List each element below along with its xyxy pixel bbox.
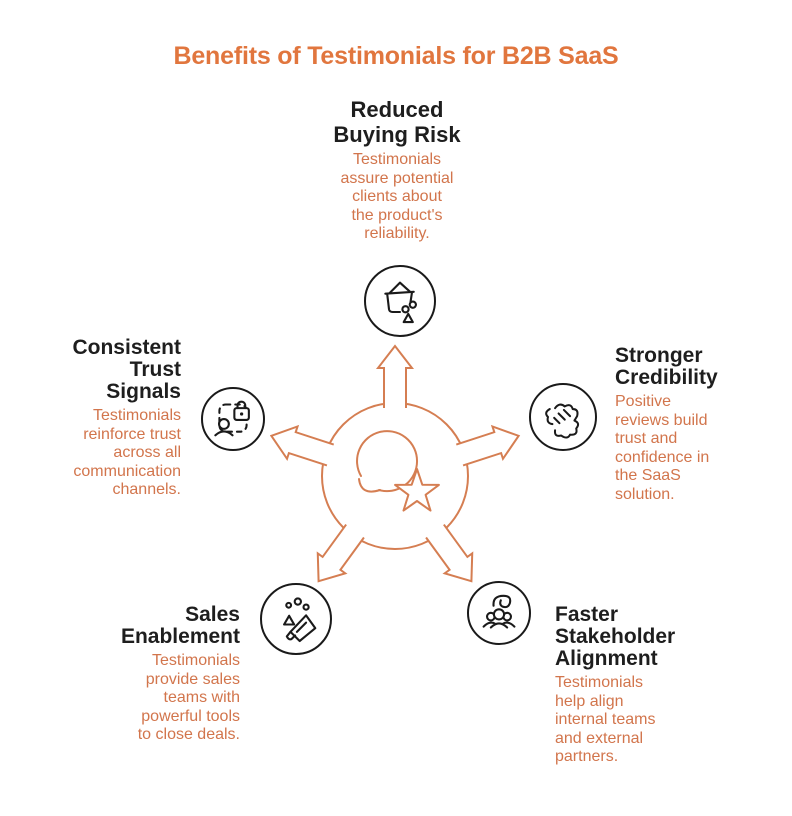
section-heading: Sales Enablement bbox=[120, 603, 240, 648]
speech-bubble-star-icon bbox=[356, 430, 440, 512]
megaphone-icon bbox=[260, 583, 332, 655]
user-lock-icon bbox=[201, 387, 265, 451]
section-description: Testimonials provide sales teams with po… bbox=[137, 652, 240, 743]
section-description: Positive reviews build trust and confide… bbox=[615, 393, 710, 503]
section-heading: Stronger Credibility bbox=[615, 344, 718, 389]
five-arrow-hub bbox=[270, 345, 525, 590]
team-alignment-icon bbox=[467, 581, 531, 645]
section-heading: Consistent Trust Signals bbox=[72, 336, 181, 403]
infographic-title: Benefits of Testimonials for B2B SaaS bbox=[173, 42, 619, 70]
section-stronger-credibility: Stronger Credibility Positive reviews bu… bbox=[615, 345, 775, 504]
section-description: Testimonials reinforce trust across all … bbox=[73, 407, 181, 498]
section-reduced-buying-risk: Reduced Buying Risk Testimonials assure … bbox=[297, 97, 497, 244]
handshake-icon bbox=[529, 383, 597, 451]
section-consistent-trust-signals: Consistent Trust Signals Testimonials re… bbox=[31, 337, 181, 500]
shopping-basket-icon bbox=[364, 265, 436, 337]
section-description: Testimonials help align internal teams a… bbox=[555, 674, 656, 765]
section-faster-stakeholder-alignment: Faster Stakeholder Alignment Testimonial… bbox=[555, 604, 715, 767]
section-description: Testimonials assure potential clients ab… bbox=[340, 151, 454, 242]
section-heading: Reduced Buying Risk bbox=[333, 97, 461, 147]
section-heading: Faster Stakeholder Alignment bbox=[555, 603, 676, 670]
section-sales-enablement: Sales Enablement Testimonials provide sa… bbox=[90, 604, 240, 745]
